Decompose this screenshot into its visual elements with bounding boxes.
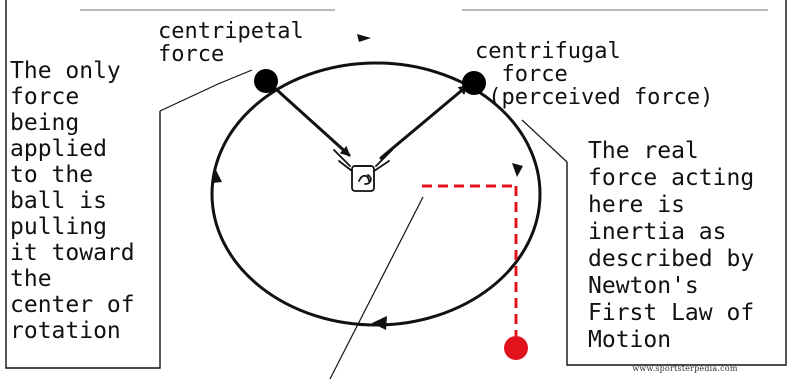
radial-ball-arrow	[381, 86, 467, 158]
centripetal-explanation: The only force being applied to the ball…	[10, 58, 135, 344]
bottom-rotation-arrow	[372, 316, 387, 330]
centrifugal-force-label: centrifugal force (perceived force)	[475, 40, 713, 109]
black-ball-left	[254, 69, 278, 93]
watermark: www.sportsterpedia.com	[600, 364, 770, 373]
tangent-path	[422, 186, 516, 336]
centripetal-force-arrow	[267, 81, 349, 155]
centripetal-force-label: centripetal force	[158, 20, 304, 66]
inertia-explanation: The real force acting here is inertia as…	[588, 138, 754, 354]
right-rotation-arrow	[512, 163, 523, 177]
top-rotation-arrow	[357, 34, 371, 44]
leader-lines	[160, 70, 567, 379]
force-vectors	[267, 81, 467, 158]
red-ball	[504, 336, 528, 360]
